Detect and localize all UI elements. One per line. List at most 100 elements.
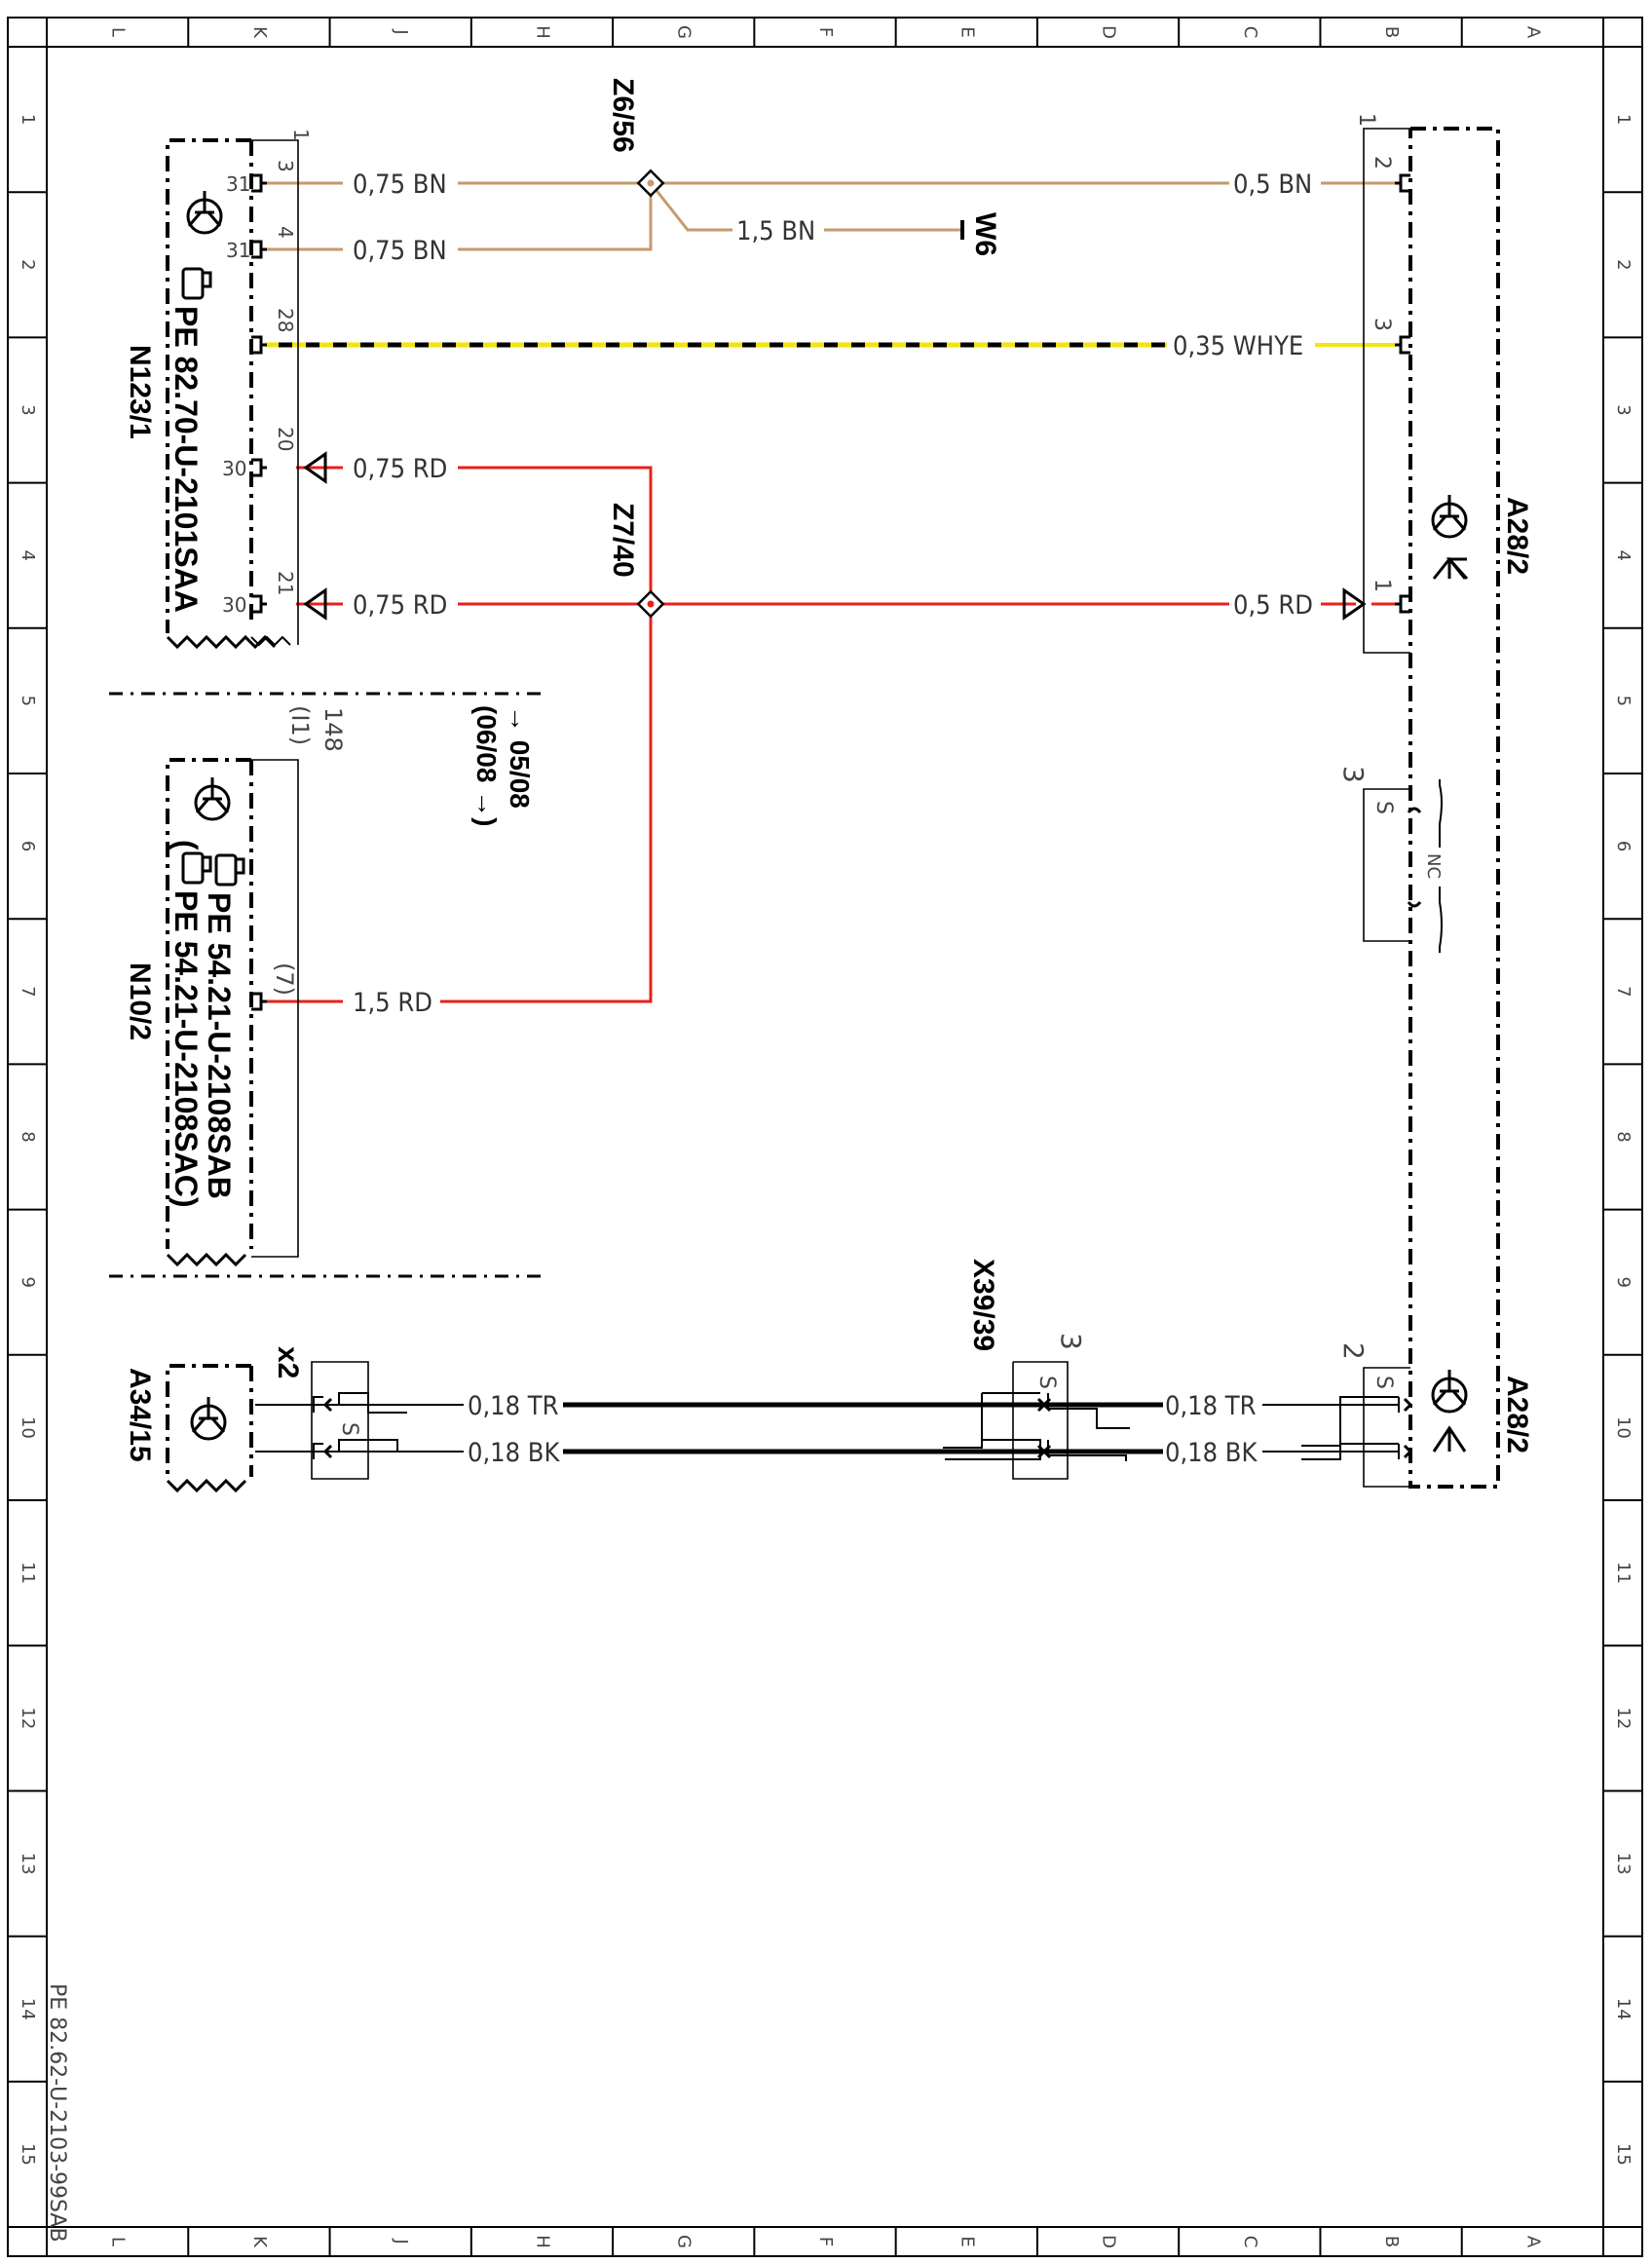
a28-pin-labels: 1 2 3 1 3 S NC 2 S S 3 S bbox=[337, 113, 1444, 1436]
grid-row-label: 12 bbox=[18, 1707, 38, 1729]
grid-column-label: C bbox=[1240, 26, 1260, 39]
a28-bottom-pin-2: 2 bbox=[1337, 1342, 1370, 1360]
grid-row-label: 6 bbox=[18, 841, 38, 851]
label-a28-2-bottom: A28/2 bbox=[1501, 1376, 1533, 1453]
ecu-transistor-icon bbox=[186, 191, 223, 235]
n10-ref-paren: ( bbox=[169, 840, 204, 850]
grid-column-label: D bbox=[1099, 2235, 1119, 2248]
grid-row-label: 12 bbox=[1613, 1707, 1633, 1729]
grid-row-label: 4 bbox=[1613, 549, 1633, 560]
grid-column-label: A bbox=[1522, 26, 1543, 39]
wire-label-n10-rd: 1,5 RD bbox=[353, 988, 432, 1018]
n123-term-30a: 30 bbox=[222, 457, 246, 480]
wire-label-tr-left: 0,18 TR bbox=[468, 1391, 559, 1421]
n123-input-arrows bbox=[303, 451, 327, 621]
label-a28-2-top: A28/2 bbox=[1501, 497, 1533, 575]
n10-pin-labels: 148 (I1) (7) bbox=[271, 705, 347, 996]
grid-row-label: 14 bbox=[18, 1998, 38, 2020]
wire-label-n123-p4: 0,75 BN bbox=[353, 236, 447, 266]
wire-z6-to-w6-brown bbox=[649, 182, 732, 232]
a28-pin-terminals bbox=[1395, 173, 1410, 614]
a28-pin-2: 2 bbox=[1370, 156, 1394, 170]
label-a34-15: A34/15 bbox=[124, 1368, 156, 1462]
a28-pin-1: 1 bbox=[1370, 579, 1394, 592]
n123-ref-text: PE 82.70-U-2101SAA bbox=[169, 306, 204, 613]
switch-pin-3: 3 bbox=[1337, 766, 1370, 783]
a28-pin-3: 3 bbox=[1370, 318, 1394, 331]
wire-label-z6-a28: 0,5 BN bbox=[1233, 170, 1312, 200]
grid-row-label: 15 bbox=[18, 2143, 38, 2166]
antenna-symbol-icon-bottom bbox=[1432, 1425, 1467, 1453]
drawing-frame bbox=[7, 17, 1643, 2257]
validity-from: → 05/08 bbox=[505, 705, 535, 809]
grid-column-label: F bbox=[815, 2237, 836, 2246]
n123-pin-21: 21 bbox=[274, 571, 297, 595]
grid-row-label: 11 bbox=[18, 1562, 38, 1584]
component-a28-2-bottom bbox=[1301, 1367, 1468, 1488]
grid-column-label: C bbox=[1240, 2236, 1260, 2248]
grid-row-label: 10 bbox=[18, 1416, 38, 1439]
a28-bottom-s: S bbox=[1371, 1376, 1396, 1389]
grid-row-label: 8 bbox=[18, 1131, 38, 1142]
antenna-symbol-icon bbox=[1432, 556, 1467, 580]
wire-labels: 0,75 BN 0,75 BN 1,5 BN 0,5 BN 0,35 WHYE … bbox=[353, 170, 1313, 1468]
x2-s-label: S bbox=[337, 1422, 361, 1436]
grid-row-label: 3 bbox=[18, 404, 38, 415]
label-n10-2: N10/2 bbox=[124, 962, 156, 1040]
label-z7-40: Z7/40 bbox=[607, 503, 639, 578]
grid-column-label: D bbox=[1099, 25, 1119, 39]
a28-input-arrow bbox=[1342, 587, 1367, 621]
x39-s-label: S bbox=[1034, 1376, 1059, 1389]
validity-until: (06/08 →) bbox=[471, 705, 502, 827]
n123-pin-labels: 1 3 31 4 31 28 20 30 21 30 bbox=[222, 129, 313, 617]
wire-n123-pin4-brown-b bbox=[458, 183, 653, 251]
grid-row-label: 1 bbox=[18, 114, 38, 125]
x2-shield-connector bbox=[255, 1392, 407, 1459]
n123-pin-28: 28 bbox=[274, 308, 297, 332]
wire-label-n123-p3: 0,75 BN bbox=[353, 170, 447, 200]
component-a28-2-top bbox=[1342, 127, 1500, 1489]
component-labels: Z6/56 W6 Z7/40 N123/1 N10/2 A28/2 A28/2 … bbox=[124, 78, 1533, 1462]
grid-row-label: 13 bbox=[1613, 1853, 1633, 1875]
n123-pin-20: 20 bbox=[274, 427, 297, 451]
hand-pointer-icon bbox=[214, 853, 245, 887]
x39-shield-connector bbox=[943, 1392, 1130, 1461]
n10-connector-sub: (I1) bbox=[286, 705, 314, 745]
wire-label-can: 0,35 WHYE bbox=[1173, 331, 1303, 361]
grid-row-label: 4 bbox=[18, 549, 38, 560]
wire-label-n123-p20: 0,75 RD bbox=[353, 454, 447, 484]
n123-pin-4: 4 bbox=[274, 226, 297, 239]
label-z6-56: Z6/56 bbox=[607, 78, 639, 153]
nc-switch bbox=[1363, 779, 1443, 953]
hand-pointer-icon bbox=[181, 851, 212, 885]
a28-connector-number: 1 bbox=[1354, 113, 1378, 127]
label-n123-1: N123/1 bbox=[124, 345, 156, 439]
grid-column-label: E bbox=[957, 26, 977, 37]
grid-row-label: 14 bbox=[1613, 1998, 1633, 2020]
grid-ticks bbox=[8, 18, 1642, 2256]
x39-pin-3: 3 bbox=[1055, 1333, 1087, 1350]
grid-column-label: K bbox=[249, 26, 270, 39]
grid-column-label: K bbox=[249, 2236, 270, 2248]
ecu-transistor-icon bbox=[194, 777, 231, 821]
grid-row-label: 8 bbox=[1613, 1131, 1633, 1142]
component-a34-15 bbox=[166, 1361, 407, 1493]
component-n123-1 bbox=[166, 138, 327, 650]
grid-column-label: G bbox=[674, 2235, 695, 2248]
n10-connector-number: 148 bbox=[319, 707, 347, 752]
wire-label-n123-p21: 0,75 RD bbox=[353, 590, 447, 621]
n10-ref-group-2: ( PE 54.21-U-2108SAC) bbox=[169, 840, 212, 1207]
n123-term-30b: 30 bbox=[222, 593, 246, 617]
label-w6: W6 bbox=[969, 212, 1001, 256]
ecu-transistor-icon bbox=[190, 1397, 227, 1441]
wire-label-tr-right: 0,18 TR bbox=[1165, 1391, 1257, 1421]
grid-column-label: H bbox=[532, 25, 552, 39]
a28-bottom-shield-connector bbox=[1301, 1396, 1413, 1460]
grid-row-label: 10 bbox=[1613, 1416, 1633, 1439]
grid-row-label: 1 bbox=[1613, 114, 1633, 125]
n123-term-31a: 31 bbox=[226, 172, 250, 196]
grid-row-label: 11 bbox=[1613, 1562, 1633, 1584]
grid-column-label: B bbox=[1381, 2236, 1402, 2247]
wire-label-bk-left: 0,18 BK bbox=[468, 1438, 560, 1468]
